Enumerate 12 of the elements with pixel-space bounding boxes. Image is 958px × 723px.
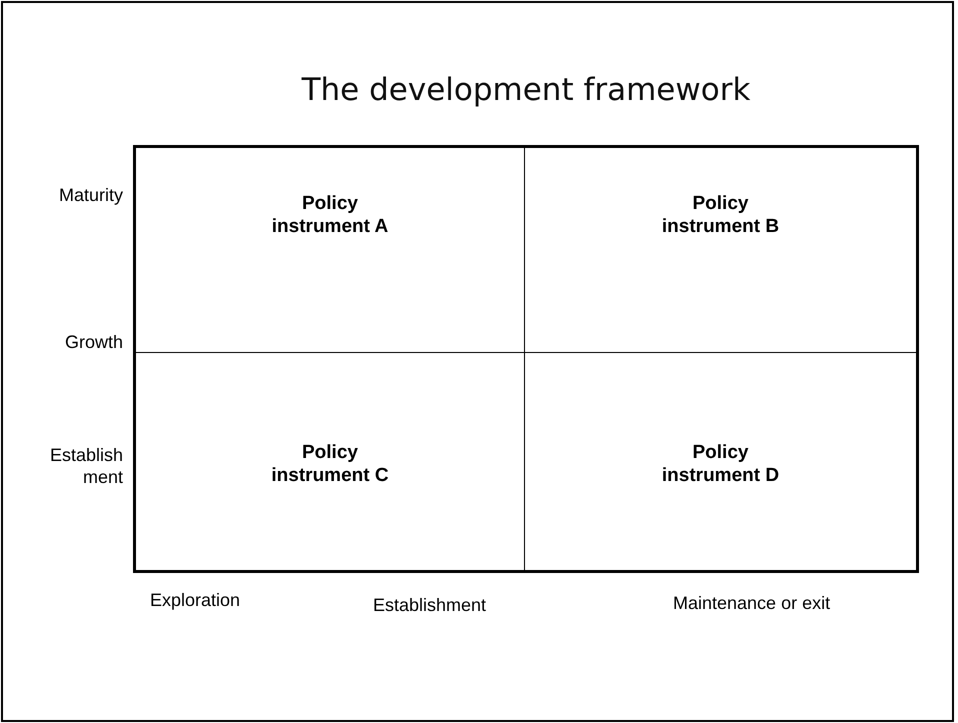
quadrant-label: Policy instrument D	[660, 441, 780, 487]
quadrant-label: Policy instrument B	[660, 192, 780, 238]
y-axis-label: Maturity	[58, 184, 123, 206]
title: The development framework	[300, 72, 752, 108]
x-axis-label: Establishment	[373, 594, 486, 616]
quadrant-label: Policy instrument A	[270, 192, 390, 238]
quadrant	[136, 148, 525, 353]
x-axis-label: Exploration	[150, 589, 240, 611]
x-axis-label: Maintenance or exit	[673, 592, 830, 614]
quadrant-label: Policy instrument C	[270, 441, 390, 487]
y-axis-label: Establish ment	[48, 444, 123, 488]
y-axis-label: Growth	[64, 331, 123, 353]
